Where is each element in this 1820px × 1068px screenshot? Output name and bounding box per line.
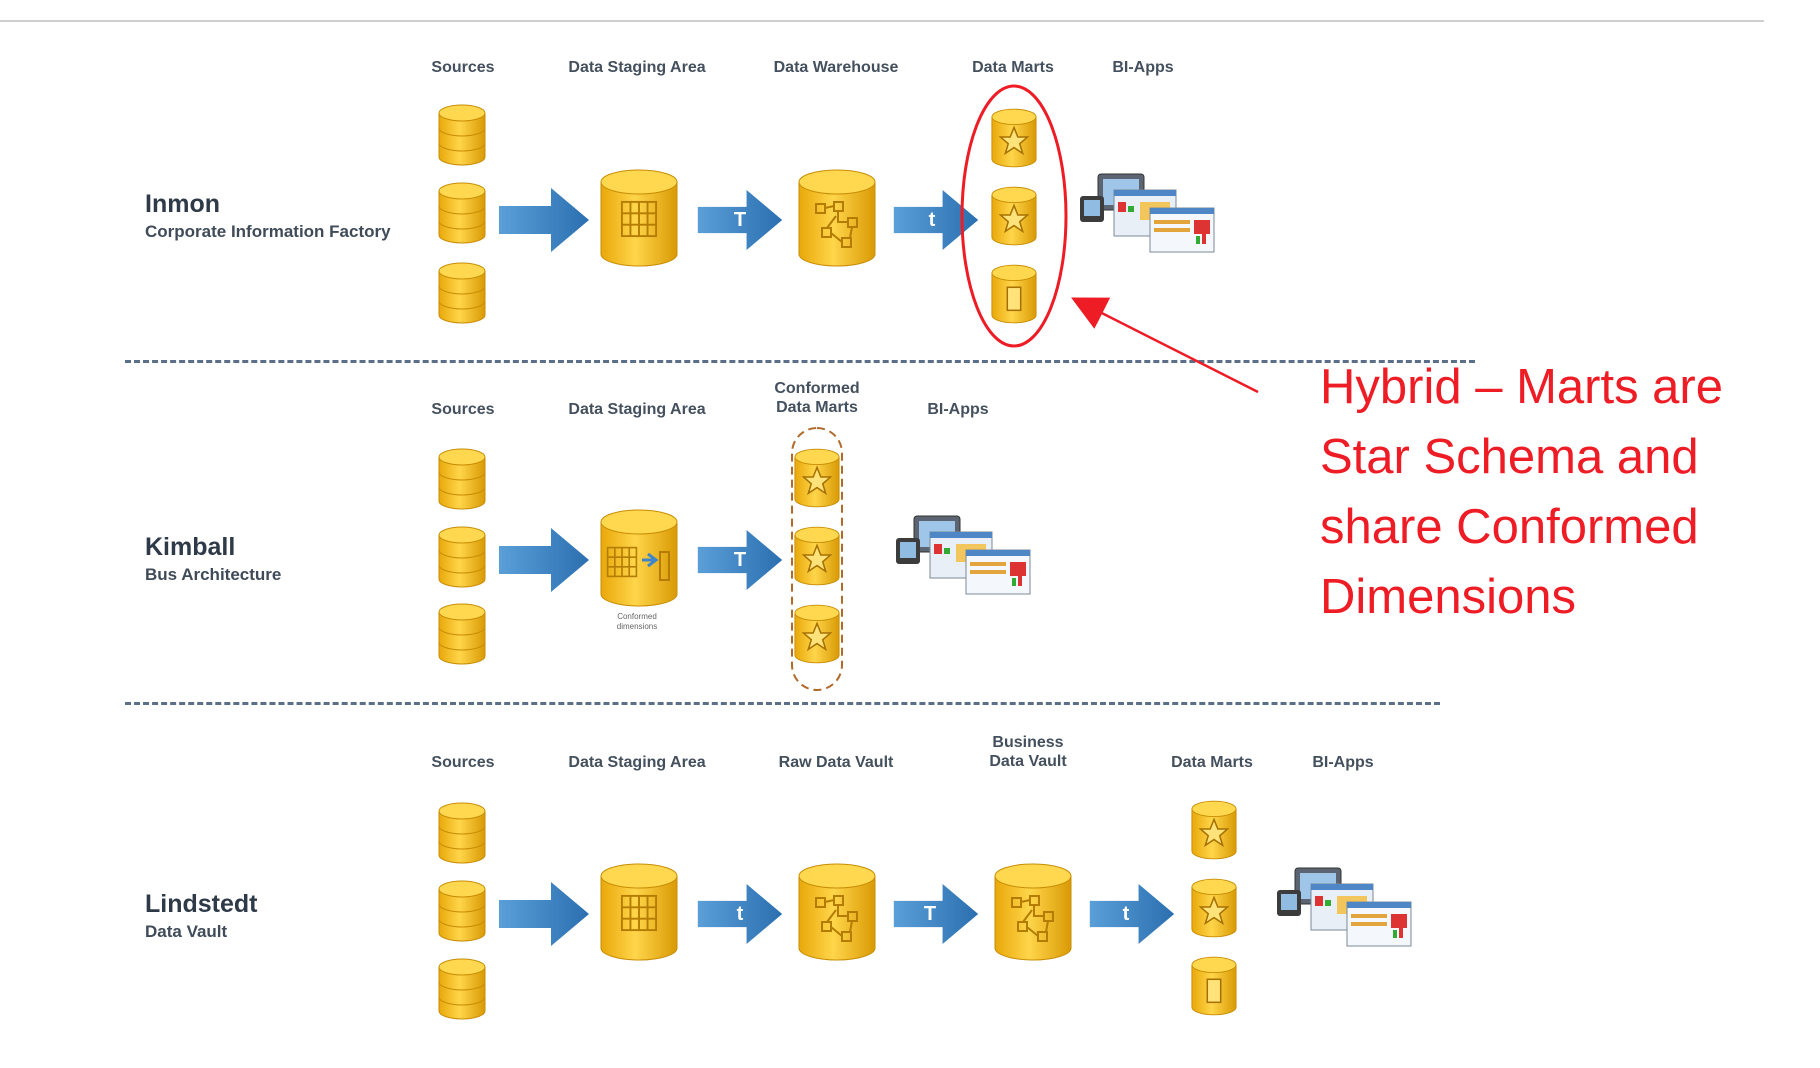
flow-arrow-icon: [499, 528, 589, 592]
source-cylinder-icon: [438, 182, 486, 244]
col-label-sources-2: Sources: [431, 401, 495, 418]
col-label-staging-1: Data Staging Area: [568, 59, 706, 76]
star-mart-icon: [794, 604, 840, 664]
transform-label: t: [929, 209, 936, 231]
source-cylinder-icon: [438, 448, 486, 510]
col-label-conformed-marts-2: Conformed Data Marts: [774, 380, 860, 416]
col-label-sources-3: Sources: [431, 754, 495, 771]
bi-apps-icon: [895, 515, 1031, 595]
transform-arrow-icon: [893, 190, 979, 250]
flow-arrow-icon: [499, 882, 589, 946]
star-mart-icon: [991, 186, 1037, 246]
flow-arrow-icon: [499, 188, 589, 252]
row-divider-2: [125, 702, 1440, 705]
col-label-warehouse-1: Data Warehouse: [773, 59, 899, 76]
highlight-ellipse: [960, 84, 1068, 348]
star-mart-icon: [794, 448, 840, 508]
top-rule: [0, 20, 1764, 22]
row-divider-1: [125, 360, 1475, 363]
source-cylinder-icon: [438, 603, 486, 665]
hybrid-annotation: Hybrid – Marts are Star Schema and share…: [1320, 360, 1724, 624]
col-label-marts-3: Data Marts: [1171, 754, 1253, 771]
transform-label: t: [1123, 903, 1130, 925]
row-subtitle-inmon: Corporate Information Factory: [145, 222, 391, 241]
row-title-lindstedt: Lindstedt: [145, 890, 258, 918]
dimension-table-icon: [659, 551, 670, 581]
bi-apps-icon: [1276, 867, 1412, 947]
conform-arrow-icon: [642, 552, 659, 568]
col-label-biapps-1: BI-Apps: [1112, 59, 1174, 76]
star-mart-icon: [1191, 878, 1237, 938]
row-title-kimball: Kimball: [145, 533, 236, 561]
col-label-biapps-2: BI-Apps: [927, 401, 989, 418]
source-cylinder-icon: [438, 880, 486, 942]
col-label-biapps-3: BI-Apps: [1312, 754, 1374, 771]
source-cylinder-icon: [438, 262, 486, 324]
bi-apps-icon: [1079, 173, 1215, 253]
star-mart-icon: [991, 108, 1037, 168]
transform-arrow-icon: [1089, 884, 1175, 944]
conformed-dimensions-note: Conformed dimensions: [616, 612, 658, 631]
annotation-pointer-arrow: [1071, 297, 1259, 394]
col-label-marts-1: Data Marts: [972, 59, 1054, 76]
bar-mart-icon: [991, 264, 1037, 324]
transform-label: t: [737, 903, 744, 925]
col-label-business-vault-3: Business Data Vault: [989, 734, 1067, 770]
col-label-staging-2: Data Staging Area: [568, 401, 706, 418]
source-cylinder-icon: [438, 526, 486, 588]
source-cylinder-icon: [438, 958, 486, 1020]
source-cylinder-icon: [438, 802, 486, 864]
bar-mart-icon: [1191, 956, 1237, 1016]
row-subtitle-lindstedt: Data Vault: [145, 922, 228, 941]
star-mart-icon: [794, 526, 840, 586]
col-label-staging-3: Data Staging Area: [568, 754, 706, 771]
row-title-inmon: Inmon: [145, 190, 220, 218]
transform-label: T: [734, 209, 746, 231]
transform-label: T: [924, 903, 936, 925]
col-label-sources-1: Sources: [431, 59, 495, 76]
row-subtitle-kimball: Bus Architecture: [145, 565, 282, 584]
star-mart-icon: [1191, 800, 1237, 860]
transform-label: T: [734, 549, 746, 571]
conformed-marts-group: [791, 427, 843, 691]
source-cylinder-icon: [438, 104, 486, 166]
col-label-raw-vault-3: Raw Data Vault: [778, 754, 894, 771]
